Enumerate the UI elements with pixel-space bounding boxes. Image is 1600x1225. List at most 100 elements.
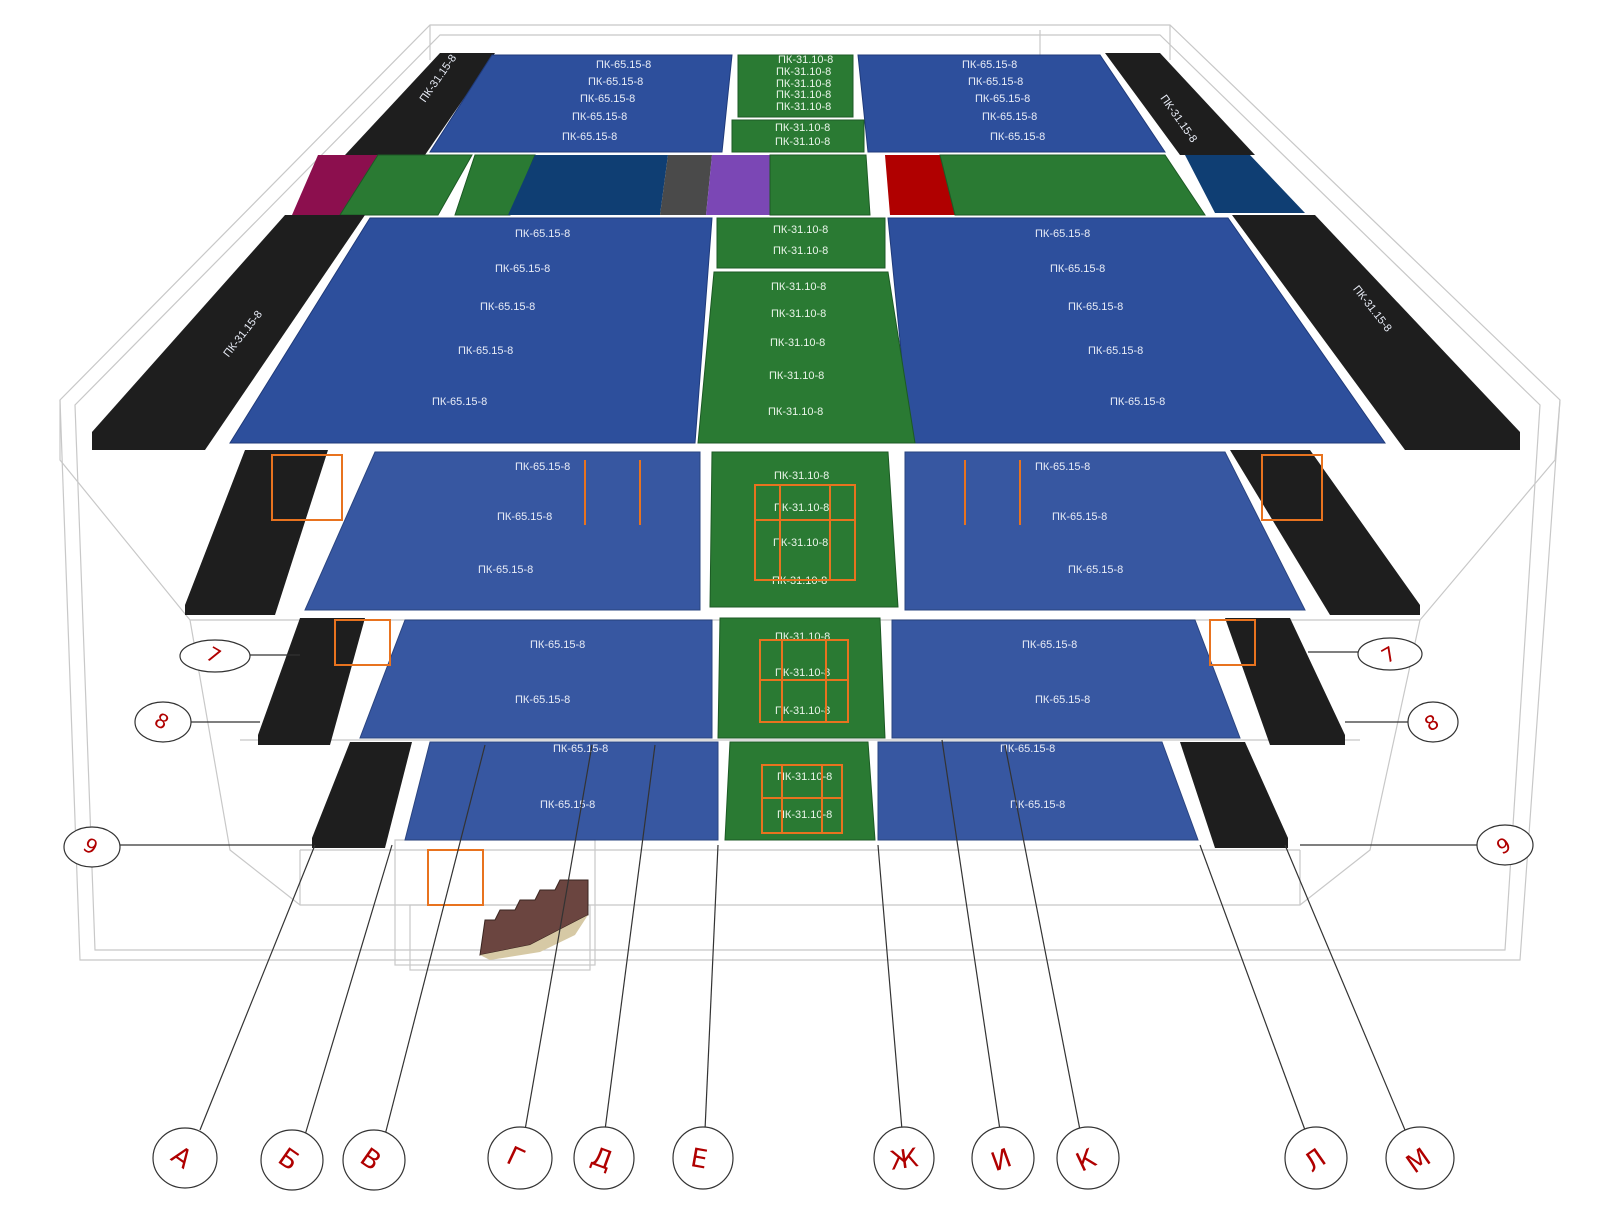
axis-label-bottom-e: Е	[688, 1143, 709, 1175]
slab-level3-left	[304, 451, 701, 611]
slab-label: ПК-31.10-8	[776, 101, 831, 113]
top-green-stack: ПК-31.10-8 ПК-31.10-8 ПК-31.10-8 ПК-31.1…	[731, 54, 865, 153]
axis-bubble-bottom-v	[342, 1129, 406, 1191]
slab-label: ПК-31.10-8	[776, 66, 831, 78]
slab-label: ПК-31.10-8	[778, 54, 833, 66]
slab-label: ПК-31.10-8	[774, 502, 829, 514]
slab-label: ПК-65.15-8	[1052, 511, 1107, 523]
slab-label: ПК-65.15-8	[1010, 799, 1065, 811]
slab-label: ПК-65.15-8	[982, 111, 1037, 123]
slab-label: ПК-65.15-8	[458, 345, 513, 357]
slab-label: ПК-31.10-8	[776, 89, 831, 101]
slab-label: ПК-65.15-8	[1022, 639, 1077, 651]
right-axis-markers: 7 8 9	[1357, 637, 1534, 866]
slab-label: ПК-65.15-8	[588, 76, 643, 88]
slab-level5-right	[877, 741, 1199, 841]
level4-slabs: ПК-65.15-8 ПК-65.15-8 ПК-65.15-8 ПК-65.1…	[258, 617, 1345, 745]
middle-beam-band	[292, 154, 1305, 216]
slab-label: ПК-65.15-8	[1088, 345, 1143, 357]
axis-bubble-bottom-m	[1385, 1126, 1455, 1190]
beam-top-right	[1105, 53, 1255, 155]
slab-label: ПК-65.15-8	[497, 511, 552, 523]
slab-label: ПК-65.15-8	[530, 639, 585, 651]
slab-label: ПК-65.15-8	[572, 111, 627, 123]
slab-label: ПК-31.10-8	[777, 809, 832, 821]
slab-label: ПК-65.15-8	[975, 93, 1030, 105]
slab-label: ПК-31.10-8	[773, 245, 828, 257]
slab-level5-left	[404, 741, 719, 841]
slab-label: ПК-65.15-8	[1000, 743, 1055, 755]
slab-label: ПК-65.15-8	[962, 59, 1017, 71]
slab-label: ПК-65.15-8	[540, 799, 595, 811]
slab-label: ПК-31.10-8	[777, 771, 832, 783]
slab-label: ПК-31.10-8	[773, 537, 828, 549]
slab-level3-right	[904, 451, 1306, 611]
slab-label: ПК-31.10-8	[775, 667, 830, 679]
slab-label: ПК-31.10-8	[768, 406, 823, 418]
axis-bubble-right-7	[1357, 637, 1423, 671]
slab-label: ПК-65.15-8	[990, 131, 1045, 143]
axis-bubble-right-9	[1476, 824, 1534, 866]
slab-label: ПК-31.10-8	[769, 370, 824, 382]
top-black-beams: ПК-31.15-8 ПК-31.15-8	[345, 53, 1255, 155]
slab-label: ПК-65.15-8	[1035, 694, 1090, 706]
slab-level4-left	[359, 619, 713, 739]
axis-bubble-bottom-l	[1284, 1126, 1348, 1190]
axis-bubble-bottom-zh	[873, 1126, 935, 1190]
staircase	[479, 879, 589, 960]
slab-label: ПК-65.15-8	[1110, 396, 1165, 408]
slab-label: ПК-65.15-8	[480, 301, 535, 313]
slab-label: ПК-65.15-8	[495, 263, 550, 275]
slab-label: ПК-65.15-8	[968, 76, 1023, 88]
axis-bubble-bottom-e	[672, 1126, 734, 1190]
slab-label: ПК-31.10-8	[775, 631, 830, 643]
slab-label: ПК-65.15-8	[515, 228, 570, 240]
slab-label: ПК-65.15-8	[515, 694, 570, 706]
axis-leader-lines	[120, 651, 1480, 1136]
axis-label-bottom-zh: Ж	[888, 1143, 920, 1177]
axis-bubble-bottom-d	[573, 1126, 635, 1190]
slab-label: ПК-31.10-8	[773, 224, 828, 236]
level2-black-beams: ПК-31.15-8 ПК-31.15-8	[92, 215, 1520, 450]
slab-label: ПК-65.15-8	[1068, 301, 1123, 313]
slab-label: ПК-65.15-8	[432, 396, 487, 408]
left-axis-markers: 7 8 9	[63, 639, 251, 868]
slab-label: ПК-65.15-8	[580, 93, 635, 105]
axis-bubble-left-7	[179, 639, 251, 673]
slab-label: ПК-65.15-8	[1035, 461, 1090, 473]
slab-label: ПК-31.10-8	[771, 308, 826, 320]
slab-label: ПК-31.10-8	[775, 136, 830, 148]
slab-label: ПК-65.15-8	[478, 564, 533, 576]
axis-bubble-bottom-g	[487, 1126, 553, 1190]
slab-label: ПК-65.15-8	[1035, 228, 1090, 240]
slab-top-left	[429, 54, 733, 153]
slab-label: ПК-31.10-8	[774, 470, 829, 482]
slab-label: ПК-65.15-8	[596, 59, 651, 71]
slab-label: ПК-31.10-8	[776, 78, 831, 90]
slab-level2-left	[229, 217, 713, 444]
slab-label: ПК-65.15-8	[562, 131, 617, 143]
axis-bubble-bottom-b	[260, 1129, 324, 1191]
window-frames	[271, 454, 1323, 906]
axis-bubble-bottom-a	[152, 1127, 218, 1189]
axis-bubble-left-8	[134, 701, 192, 743]
slab-label: ПК-65.15-8	[553, 743, 608, 755]
slab-label: ПК-31.10-8	[770, 337, 825, 349]
slab-label: ПК-31.10-8	[771, 281, 826, 293]
beam-top-left	[345, 53, 495, 155]
level3-slabs: ПК-65.15-8 ПК-65.15-8 ПК-65.15-8 ПК-65.1…	[185, 450, 1420, 615]
slab-label: ПК-31.10-8	[775, 122, 830, 134]
level5-slabs: ПК-65.15-8 ПК-65.15-8 ПК-65.15-8 ПК-65.1…	[312, 741, 1288, 848]
axis-bubble-bottom-i	[971, 1126, 1035, 1190]
top-blue-slabs: ПК-65.15-8 ПК-65.15-8 ПК-65.15-8 ПК-65.1…	[429, 54, 1166, 153]
slab-level4-right	[891, 619, 1241, 739]
level2-green-stack: ПК-31.10-8 ПК-31.10-8 ПК-31.10-8 ПК-31.1…	[697, 217, 916, 444]
axis-bubble-right-8	[1407, 701, 1459, 743]
axis-bubble-left-9	[63, 826, 121, 868]
slab-top-right	[857, 54, 1166, 153]
slab-label: ПК-65.15-8	[1050, 263, 1105, 275]
slab-label: ПК-65.15-8	[515, 461, 570, 473]
level2-blue-slabs: ПК-65.15-8 ПК-65.15-8 ПК-65.15-8 ПК-65.1…	[229, 217, 1386, 444]
axis-bubble-bottom-k	[1056, 1126, 1120, 1190]
